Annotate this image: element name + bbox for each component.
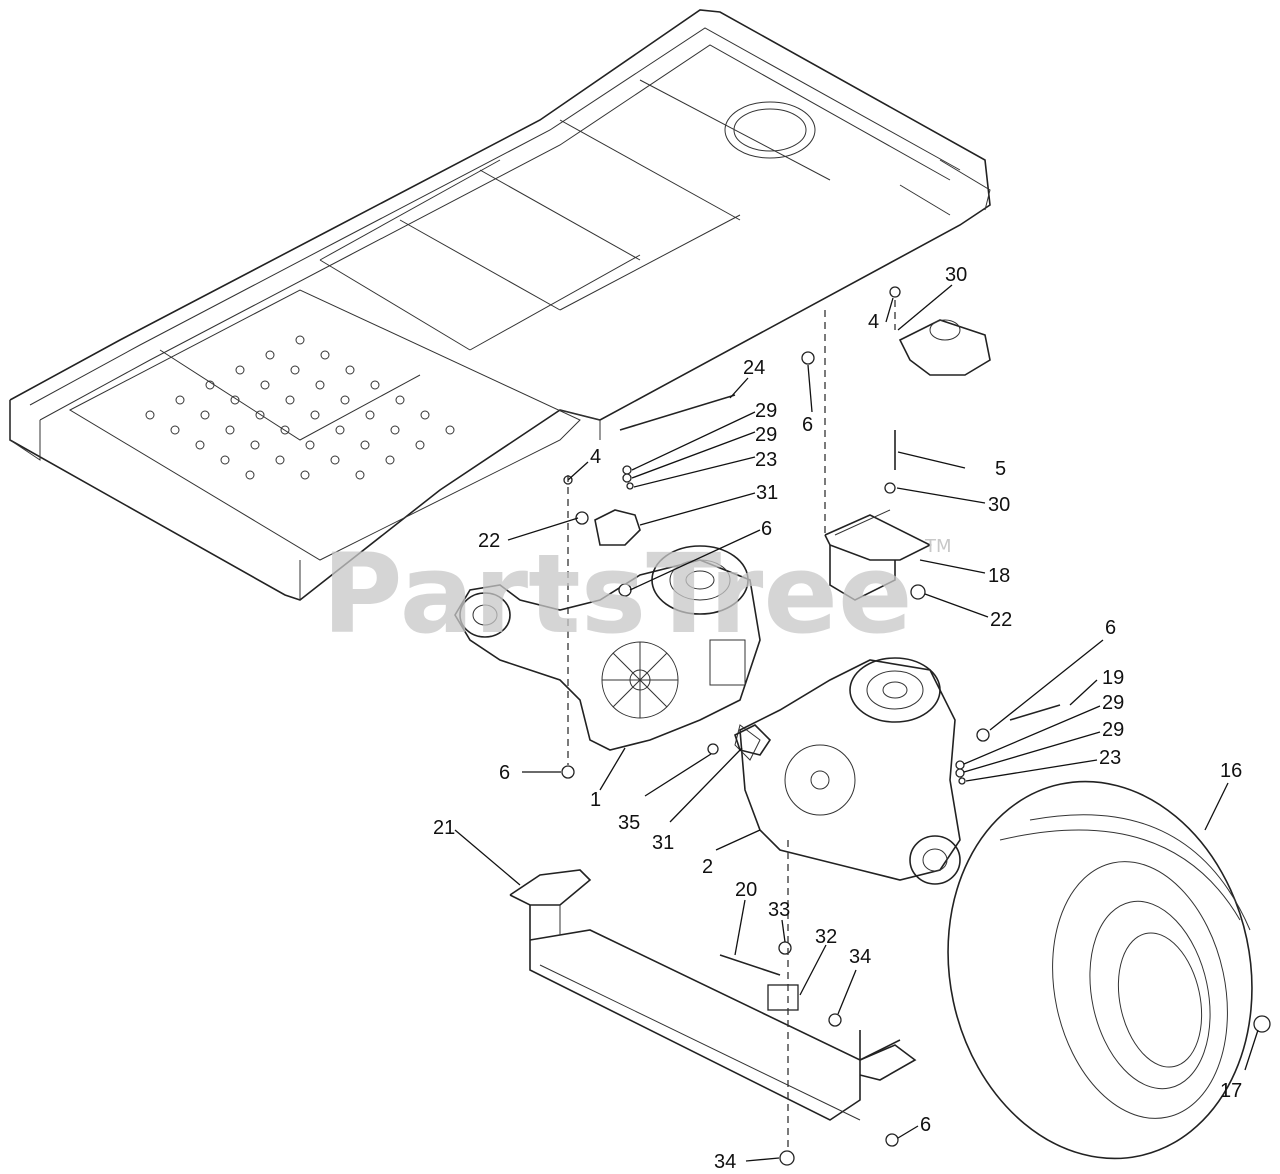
transmission-right xyxy=(734,657,961,885)
callout-29-b: 29 xyxy=(755,424,777,446)
callout-23-left: 23 xyxy=(755,449,777,471)
callout-5: 5 xyxy=(995,458,1006,480)
callout-22-right: 22 xyxy=(990,609,1012,631)
callout-35: 35 xyxy=(618,812,640,834)
callout-labels: 30 4 24 6 29 29 23 4 5 30 31 22 6 18 22 … xyxy=(433,264,1242,1173)
callout-6-right: 6 xyxy=(1105,617,1116,639)
callout-6-left: 6 xyxy=(499,762,510,784)
callout-22-left: 22 xyxy=(478,530,500,552)
hardware-items xyxy=(561,286,1271,1166)
callout-29-a: 29 xyxy=(755,400,777,422)
callout-31-top: 31 xyxy=(756,482,778,504)
callout-17: 17 xyxy=(1220,1080,1242,1102)
callout-4-top: 4 xyxy=(868,311,879,333)
rear-wheel xyxy=(947,780,1253,1160)
callout-34-bottom: 34 xyxy=(714,1151,736,1173)
frame-chassis xyxy=(9,9,991,601)
callout-6-mid: 6 xyxy=(761,518,772,540)
right-mount-bracket xyxy=(824,509,932,601)
callout-6-bottom: 6 xyxy=(920,1114,931,1136)
rods-pins xyxy=(619,394,1061,976)
watermark: PartsTree TM xyxy=(322,530,952,658)
callout-30-top: 30 xyxy=(945,264,967,286)
callout-19: 19 xyxy=(1102,667,1124,689)
callout-4-left: 4 xyxy=(590,446,601,468)
callout-29-d: 29 xyxy=(1102,719,1124,741)
callout-32: 32 xyxy=(815,926,837,948)
callout-30-mid: 30 xyxy=(988,494,1010,516)
callout-33: 33 xyxy=(768,899,790,921)
callout-31-bottom: 31 xyxy=(652,832,674,854)
leader-lines xyxy=(454,284,1259,1162)
callout-1: 1 xyxy=(590,789,601,811)
watermark-text: PartsTree xyxy=(322,530,913,658)
callout-16: 16 xyxy=(1220,760,1242,782)
callout-2: 2 xyxy=(702,856,713,878)
callout-21: 21 xyxy=(433,817,455,839)
callout-24: 24 xyxy=(743,357,765,379)
lower-mount-bracket xyxy=(509,869,917,1121)
callout-20: 20 xyxy=(735,879,757,901)
alignment-lines xyxy=(567,300,896,1150)
watermark-trademark: TM xyxy=(924,536,952,557)
top-right-bracket xyxy=(898,319,991,376)
small-bracket-31 xyxy=(594,509,772,756)
callout-18: 18 xyxy=(988,565,1010,587)
callout-23-right: 23 xyxy=(1099,747,1121,769)
callout-29-c: 29 xyxy=(1102,692,1124,714)
deck-perforations xyxy=(145,335,455,480)
callout-34-right: 34 xyxy=(849,946,871,968)
callout-6-upper: 6 xyxy=(802,414,813,436)
